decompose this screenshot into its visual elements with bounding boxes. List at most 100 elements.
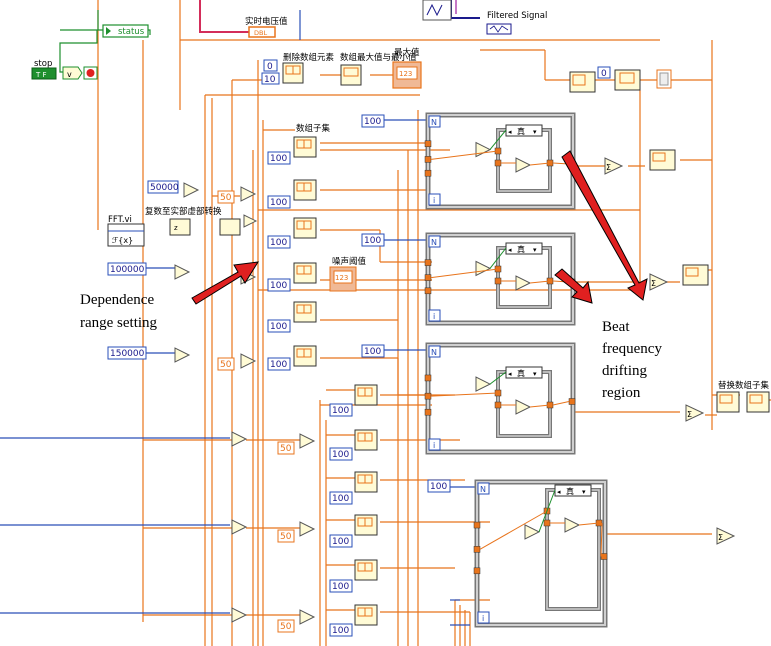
array-subset-function[interactable] <box>294 180 316 200</box>
fft-block[interactable]: FFT.vi ℱ{x} <box>108 215 144 246</box>
constant-100[interactable]: 100 <box>330 580 352 592</box>
constant-100[interactable]: 100 <box>362 345 384 357</box>
delete-array-element-label: 删除数组元素 <box>283 52 335 63</box>
multiply-function[interactable] <box>300 610 314 624</box>
constant-100000[interactable]: 100000 <box>108 263 146 275</box>
svg-text:N: N <box>431 238 437 247</box>
case-selector[interactable]: 真◂▾ <box>555 485 591 496</box>
array-subset-pair: 100 <box>268 180 316 208</box>
add-array-elements-function[interactable]: Σ <box>686 405 703 421</box>
array-subset-function[interactable] <box>355 605 377 625</box>
array-max-min-function[interactable] <box>341 65 361 85</box>
replace-array-subset-function[interactable]: 替换数组子集 <box>717 380 770 412</box>
constant-100[interactable]: 100 <box>268 152 290 164</box>
multiply-function[interactable] <box>300 434 314 448</box>
array-subset-function[interactable] <box>355 430 377 450</box>
divide-function[interactable] <box>175 348 189 362</box>
constant-50-e[interactable]: 50 <box>278 620 294 632</box>
build-array-function[interactable] <box>650 150 708 285</box>
constant-50-c[interactable]: 50 <box>278 442 294 454</box>
array-subset-label: 数组子集 <box>296 123 331 134</box>
constant-100[interactable]: 100 <box>330 448 352 460</box>
constant-100[interactable]: 100 <box>330 492 352 504</box>
subtract-function[interactable] <box>232 520 246 534</box>
or-function[interactable]: v <box>63 67 82 79</box>
loop-count-terminal[interactable]: N <box>429 116 440 127</box>
greater-than-function[interactable] <box>525 525 539 539</box>
svg-text:真: 真 <box>517 244 525 254</box>
case-structure[interactable]: 真◂▾ <box>498 125 550 191</box>
constant-100[interactable]: 100 <box>428 480 450 492</box>
constant-100[interactable]: 100 <box>268 358 290 370</box>
case-selector[interactable]: 真◂▾ <box>506 125 542 136</box>
add-array-elements-function[interactable]: Σ <box>650 274 667 290</box>
svg-text:Σ: Σ <box>687 410 692 419</box>
constant-100[interactable]: 100 <box>330 535 352 547</box>
constant-50-d[interactable]: 50 <box>278 530 294 542</box>
constant-100[interactable]: 100 <box>330 404 352 416</box>
add-array-elements-function[interactable]: Σ <box>717 528 734 544</box>
subtract-function[interactable] <box>516 400 530 414</box>
loop-count-terminal[interactable]: N <box>429 346 440 357</box>
case-structure[interactable]: 真◂▾ <box>498 367 550 436</box>
constant-0[interactable]: 0 <box>264 60 277 72</box>
greater-than-function[interactable] <box>476 143 490 157</box>
array-subset-function[interactable] <box>294 346 316 366</box>
constant-50-a[interactable]: 50 <box>218 191 234 203</box>
subtract-function[interactable] <box>232 432 246 446</box>
constant-50000[interactable]: 50000 <box>148 181 179 193</box>
loop-count-terminal[interactable]: N <box>429 236 440 247</box>
subtract-function[interactable] <box>232 608 246 622</box>
noise-threshold-control[interactable]: 噪声阈值 123 <box>330 256 367 291</box>
array-subset-function[interactable] <box>355 472 377 492</box>
array-subset-function[interactable] <box>294 218 316 238</box>
constant-50-b[interactable]: 50 <box>218 358 234 370</box>
loop-count-terminal[interactable]: N <box>478 483 489 494</box>
greater-than-function[interactable] <box>476 261 490 275</box>
constant-100[interactable]: 100 <box>362 234 384 246</box>
divide-function[interactable] <box>184 183 198 197</box>
constant-100[interactable]: 100 <box>362 115 384 127</box>
constant-10[interactable]: 10 <box>262 73 279 85</box>
array-subset-function[interactable] <box>355 560 377 580</box>
constant-100[interactable]: 100 <box>330 624 352 636</box>
stop-button-terminal[interactable]: stop T F <box>32 59 56 79</box>
multiply-function[interactable] <box>300 522 314 536</box>
constant-100[interactable]: 100 <box>268 196 290 208</box>
constant-100[interactable]: 100 <box>268 320 290 332</box>
array-subset-function[interactable] <box>355 515 377 535</box>
status-indicator[interactable]: status <box>103 25 148 37</box>
constant-100[interactable]: 100 <box>268 279 290 291</box>
stop-if-true-icon[interactable] <box>84 67 97 79</box>
subtract-function[interactable] <box>516 158 530 172</box>
case-selector[interactable]: 真◂▾ <box>506 367 542 378</box>
svg-text:N: N <box>480 485 486 494</box>
array-subset-function[interactable] <box>294 263 316 283</box>
array-subset-function[interactable] <box>294 302 316 322</box>
array-subset-function[interactable] <box>294 137 316 157</box>
array-subset-function[interactable] <box>355 385 377 405</box>
constant-100[interactable]: 100 <box>268 236 290 248</box>
constant-150000[interactable]: 150000 <box>108 347 146 359</box>
subtract-function[interactable] <box>516 276 530 290</box>
max-value-indicator[interactable]: 123 <box>393 62 421 88</box>
constant-0-right[interactable]: 0 <box>598 67 610 79</box>
svg-text:10: 10 <box>264 75 276 85</box>
case-structure[interactable]: 真◂▾ <box>547 485 599 609</box>
greater-than-function[interactable] <box>476 377 490 391</box>
add-array-elements-function[interactable]: Σ <box>605 158 622 174</box>
delete-from-array-function[interactable] <box>283 63 303 83</box>
case-structure[interactable]: 真◂▾ <box>498 243 550 307</box>
svg-text:真: 真 <box>566 486 574 496</box>
svg-text:100: 100 <box>332 537 349 547</box>
realtime-voltage-indicator[interactable]: 实时电压值 DBL <box>245 16 288 37</box>
subtract-function[interactable] <box>565 518 579 532</box>
case-selector[interactable]: 真◂▾ <box>506 243 542 254</box>
complex-to-real-imag-block[interactable]: 复数至实部虚部转换 z <box>145 206 256 235</box>
divide-function[interactable] <box>175 265 189 279</box>
svg-text:i: i <box>482 614 484 623</box>
filtered-signal-terminal[interactable]: Filtered Signal <box>423 0 547 34</box>
